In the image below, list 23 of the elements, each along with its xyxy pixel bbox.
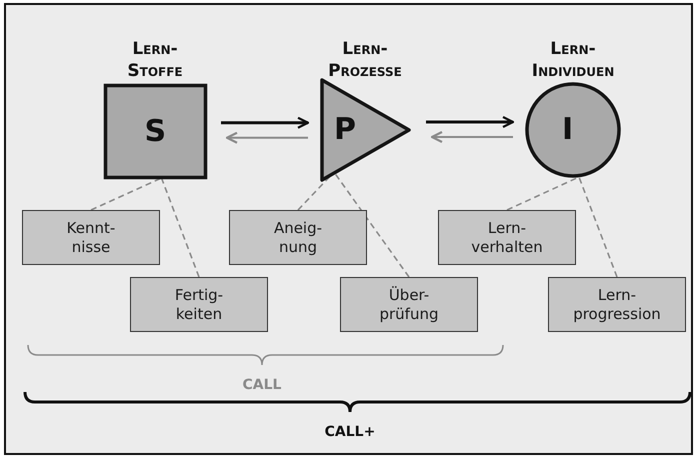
symbol-letter: S [144,116,166,146]
process-box: Fertig- keiten [130,277,268,332]
process-box: Über- prüfung [340,277,478,332]
dashed-connector [506,176,580,211]
heading: Lern- Individuen [532,38,614,82]
heading: Lern- Prozesse [328,38,402,82]
arrow [430,130,513,144]
arrow [226,132,308,144]
dashed-connector [333,172,410,278]
process-box: Lern- progression [548,277,686,332]
arrow [426,116,514,128]
process-box: Lern- verhalten [438,210,576,265]
brace-label: CALL [242,377,282,393]
brace-label: CALL+ [324,424,376,440]
dashed-connector [578,176,618,278]
process-box: Aneig- nung [229,210,367,265]
process-box: Kennt- nisse [22,210,160,265]
heading: Lern- Stoffe [127,38,183,82]
symbol-letter: I [562,115,574,145]
dashed-connector [90,177,162,211]
symbol-letter: P [334,115,356,145]
arrow [221,116,310,129]
dashed-connector [160,178,200,278]
